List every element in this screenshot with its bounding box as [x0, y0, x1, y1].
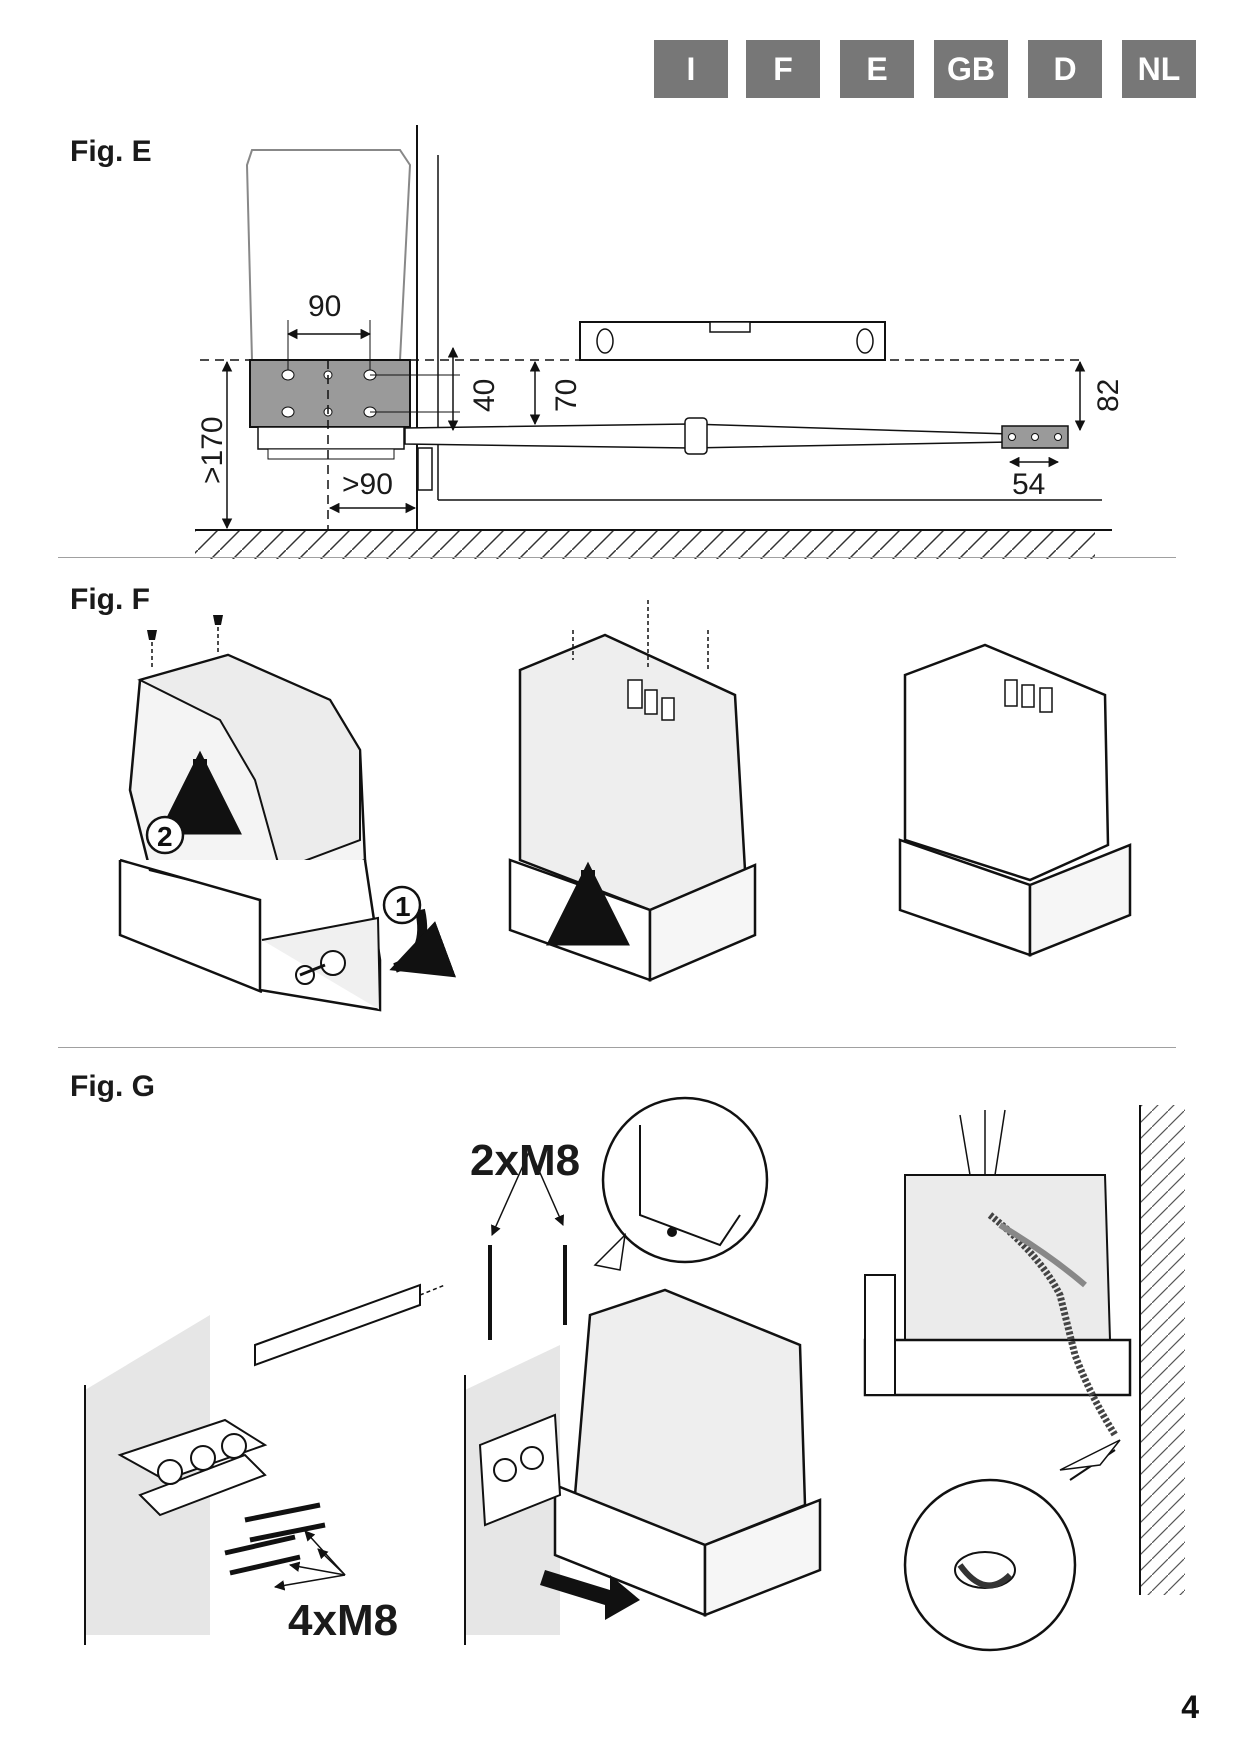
fig-g-diagram: 4xM8 2xM8	[84, 1096, 1185, 1652]
motor-cover-removed	[508, 600, 757, 982]
motor-with-cover: 2 1	[118, 615, 457, 1012]
dim-170: >170	[196, 416, 229, 484]
dim-90-min: >90	[342, 468, 393, 501]
lang-tab-e[interactable]: E	[840, 40, 914, 98]
lang-tab-f[interactable]: F	[746, 40, 820, 98]
motor-open	[898, 643, 1132, 957]
fig-f-diagram: 2 1	[118, 600, 1132, 1012]
screws-4xm8-label: 4xM8	[288, 1596, 398, 1645]
fig-e-diagram: 90 40 70 82 >170 >90 54	[195, 125, 1125, 559]
step-2-label: 2	[157, 821, 173, 852]
lang-tab-d[interactable]: D	[1028, 40, 1102, 98]
step-1-label: 1	[395, 891, 411, 922]
dim-40: 40	[468, 379, 501, 412]
lang-tab-nl[interactable]: NL	[1122, 40, 1196, 98]
fig-g-label: Fig. G	[70, 1070, 155, 1103]
base-plate-mounting: 4xM8	[84, 1283, 446, 1645]
dim-54: 54	[1012, 468, 1045, 501]
dim-82: 82	[1092, 379, 1125, 412]
divider-e-f	[58, 557, 1176, 558]
lang-tab-i[interactable]: I	[654, 40, 728, 98]
motor-fixing: 2xM8	[464, 1096, 822, 1645]
page-number: 4	[1181, 1689, 1199, 1725]
dim-90: 90	[308, 290, 341, 323]
divider-f-g	[58, 1047, 1176, 1048]
dim-70: 70	[550, 379, 583, 412]
fig-f-label: Fig. F	[70, 583, 150, 616]
screws-2xm8-label: 2xM8	[470, 1136, 580, 1185]
lang-tab-gb[interactable]: GB	[934, 40, 1008, 98]
cable-routing	[863, 1105, 1185, 1652]
fig-e-label: Fig. E	[70, 135, 152, 168]
